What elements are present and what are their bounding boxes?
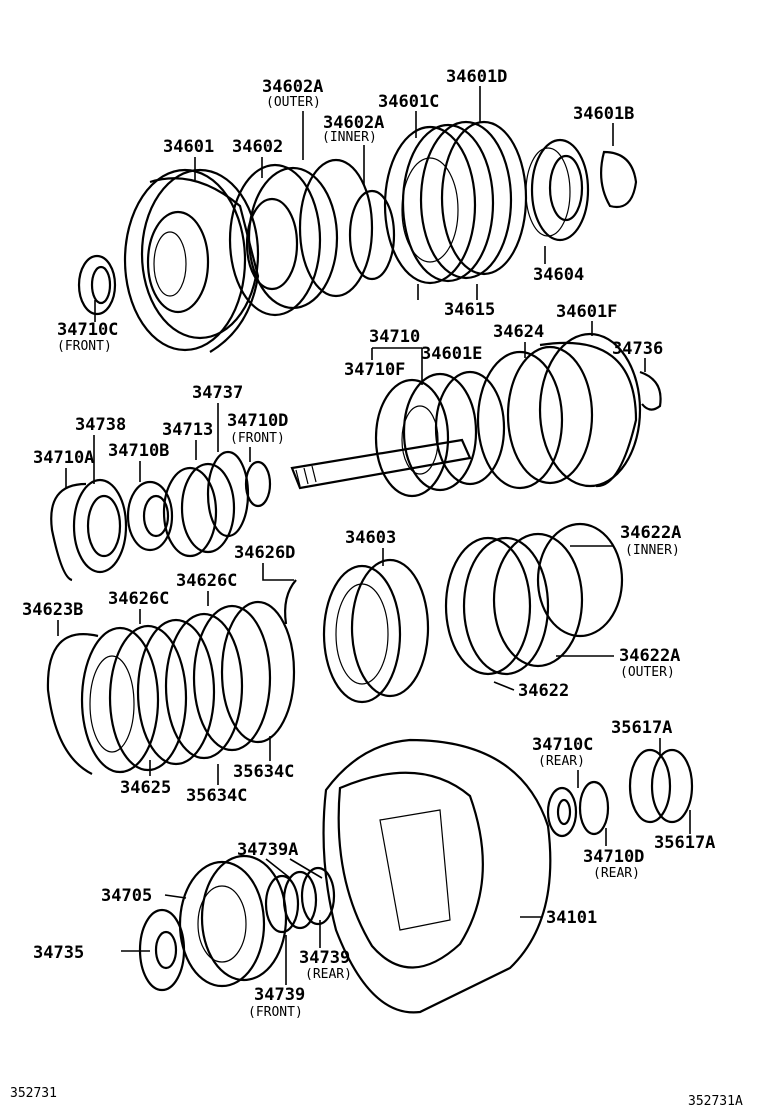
part-34624-drum — [476, 332, 642, 490]
label-34604[interactable]: 34604 — [533, 265, 584, 285]
label-34710a[interactable]: 34710A — [33, 448, 94, 468]
label-34739-front[interactable]: 34739 — [254, 985, 305, 1005]
label-34713[interactable]: 34713 — [162, 420, 213, 440]
label-34602a-outer-note: (OUTER) — [266, 95, 321, 110]
label-34603[interactable]: 34603 — [345, 528, 396, 548]
label-34601d[interactable]: 34601D — [446, 67, 507, 87]
label-34602a-outer[interactable]: 34602A — [262, 77, 323, 97]
part-34601-drum — [123, 168, 260, 353]
label-34710d-rear-note: (REAR) — [593, 866, 640, 881]
label-34710c-rear[interactable]: 34710C — [532, 735, 593, 755]
part-34710c-front-washer — [77, 254, 117, 316]
label-34710b[interactable]: 34710B — [108, 441, 169, 461]
label-34710d-front-note: (FRONT) — [230, 431, 285, 446]
label-34602a-inner-note: (INNER) — [322, 130, 377, 145]
label-34735[interactable]: 34735 — [33, 943, 84, 963]
label-34710[interactable]: 34710 — [369, 327, 420, 347]
part-34101-case — [322, 738, 552, 1014]
part-34705-carrier — [178, 854, 288, 988]
part-35617a-ring-b — [650, 748, 694, 824]
label-35634c-right[interactable]: 35634C — [233, 762, 294, 782]
part-34710d-front-washer — [244, 460, 272, 508]
label-34710c-front[interactable]: 34710C — [57, 320, 118, 340]
part-34622a-inner-ring — [536, 522, 624, 638]
label-34602a-inner[interactable]: 34602A — [323, 113, 384, 133]
label-34622a-outer-note: (OUTER) — [620, 665, 675, 680]
part-34713-hub — [162, 462, 236, 558]
part-34738-bearing — [72, 478, 128, 574]
label-34710c-front-note: (FRONT) — [57, 339, 112, 354]
label-34622a-inner-note: (INNER) — [625, 543, 680, 558]
footer-code-right: 352731A — [688, 1094, 743, 1109]
label-34710d-rear[interactable]: 34710D — [583, 847, 644, 867]
part-34710d-rear-washer — [578, 780, 610, 836]
part-34710b-race — [126, 480, 174, 552]
label-34738[interactable]: 34738 — [75, 415, 126, 435]
part-34602-piston — [228, 163, 339, 317]
part-34710c-rear-washer — [546, 786, 578, 838]
label-34710f[interactable]: 34710F — [344, 360, 405, 380]
label-34705[interactable]: 34705 — [101, 886, 152, 906]
part-34603-cylinder — [322, 558, 430, 704]
part-34622a-outer-ring — [492, 532, 584, 668]
part-34601c-clutch-pack — [383, 120, 528, 285]
part-34710-shaft — [290, 370, 506, 498]
part-labels: 34602A (OUTER) 34601D 34601C 34602A (INN… — [22, 67, 715, 1020]
label-34601c[interactable]: 34601C — [378, 92, 439, 112]
label-34101[interactable]: 34101 — [546, 908, 597, 928]
footer: 352731 352731A — [10, 1086, 743, 1109]
part-34736-clip — [639, 370, 662, 411]
label-34602[interactable]: 34602 — [232, 137, 283, 157]
part-34601b-snap-ring — [599, 150, 638, 209]
part-34735-washer — [138, 908, 186, 992]
parts-line-art — [46, 120, 694, 1014]
part-35617a-ring-a — [628, 748, 672, 824]
label-34739-rear[interactable]: 34739 — [299, 948, 350, 968]
footer-code-left: 352731 — [10, 1086, 57, 1101]
part-34604-spring-retainer — [525, 138, 590, 242]
part-34739-front-bearing — [264, 874, 300, 934]
label-34622a-outer[interactable]: 34622A — [619, 646, 680, 666]
part-34626d-wire — [284, 579, 297, 625]
label-34601b[interactable]: 34601B — [573, 104, 634, 124]
label-35634c-left[interactable]: 35634C — [186, 786, 247, 806]
label-34739-rear-note: (REAR) — [305, 967, 352, 982]
part-34602a-outer-ring — [298, 158, 374, 298]
label-34737[interactable]: 34737 — [192, 383, 243, 403]
part-34601f-snap-ring — [539, 341, 638, 488]
label-34710d-front[interactable]: 34710D — [227, 411, 288, 431]
label-34624[interactable]: 34624 — [493, 322, 544, 342]
label-34601[interactable]: 34601 — [163, 137, 214, 157]
label-34625[interactable]: 34625 — [120, 778, 171, 798]
label-34626d[interactable]: 34626D — [234, 543, 295, 563]
part-34623b-snap-ring — [46, 633, 99, 775]
label-34626c-upper[interactable]: 34626C — [176, 571, 237, 591]
part-34739a-bearing — [282, 866, 336, 930]
label-34615[interactable]: 34615 — [444, 300, 495, 320]
part-34710a-snap-ring — [50, 482, 87, 582]
label-34626c-lower[interactable]: 34626C — [108, 589, 169, 609]
label-34622a-inner[interactable]: 34622A — [620, 523, 681, 543]
part-clutch-stack-lower — [80, 600, 296, 774]
label-34601e[interactable]: 34601E — [421, 344, 482, 364]
label-34739-front-note: (FRONT) — [248, 1005, 303, 1020]
label-34623b[interactable]: 34623B — [22, 600, 83, 620]
label-34710c-rear-note: (REAR) — [538, 754, 585, 769]
label-35617a-top[interactable]: 35617A — [611, 718, 672, 738]
label-34622[interactable]: 34622 — [518, 681, 569, 701]
part-34602a-inner-ring — [348, 189, 396, 281]
label-34739a[interactable]: 34739A — [237, 840, 298, 860]
label-34601f[interactable]: 34601F — [556, 302, 617, 322]
label-35617a-bottom[interactable]: 35617A — [654, 833, 715, 853]
part-34622-piston — [444, 536, 550, 676]
